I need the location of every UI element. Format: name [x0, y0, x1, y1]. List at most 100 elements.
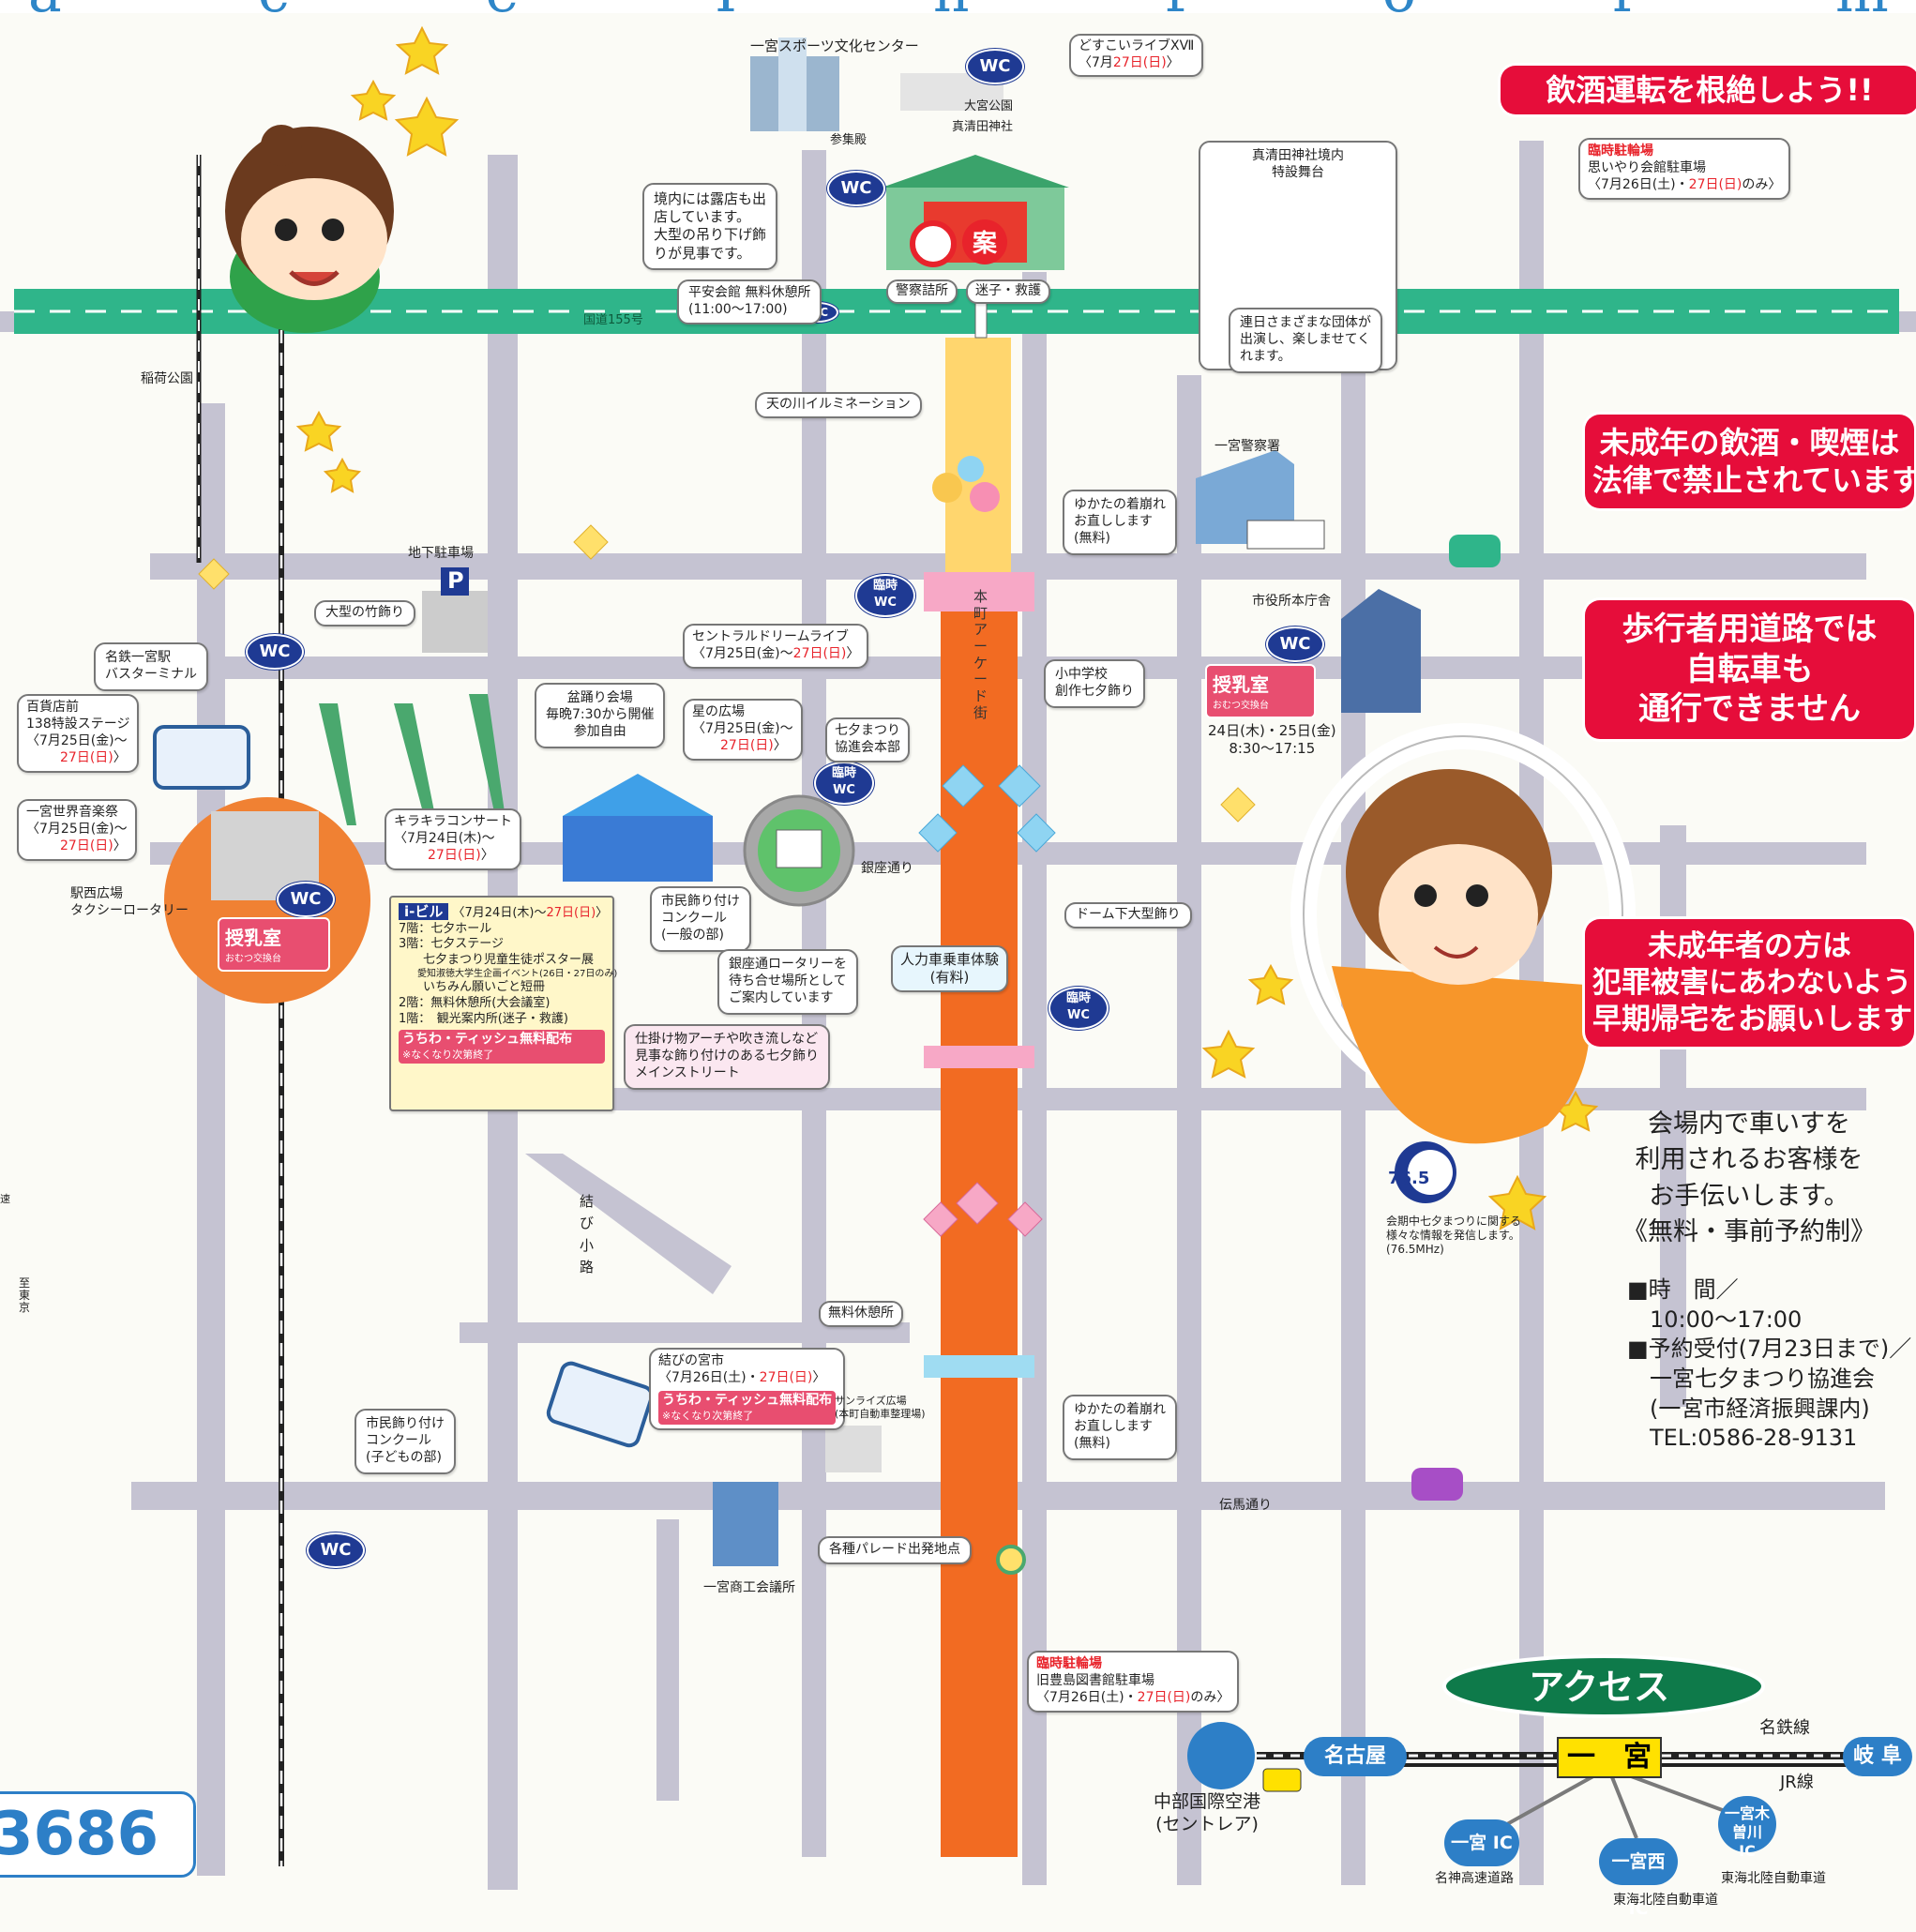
- callout-bon: 盆踊り会場 毎晩7:30から開催 参加自由: [535, 683, 666, 748]
- bon-dance-tent: [563, 816, 713, 882]
- callout-school: 小中学校 創作七夕飾り: [1044, 659, 1145, 708]
- jr-line-label: JR線: [1780, 1773, 1814, 1792]
- city-hall-hours: 24日(木)・25日(金) 8:30〜17:15: [1208, 722, 1336, 757]
- callout-star-plaza: 星の広場 〈7月25日(金)〜 27日(日)〉: [683, 699, 803, 761]
- callout-musubi-market: 結びの宮市 〈7月26日(土)・27日(日)〉 うちわ・ティッシュ無料配布 ※な…: [649, 1348, 846, 1430]
- meitetsu-line-label: 名鉄線: [1759, 1718, 1810, 1738]
- uchiwa-banner-1: うちわ・ティッシュ無料配布 ※なくなり次第終了: [399, 1030, 605, 1064]
- gifu-station: 岐 阜: [1843, 1737, 1912, 1776]
- chamber-building: [713, 1482, 778, 1566]
- callout-kirakira: キラキラコンサート 〈7月24日(木)〜 27日(日)〉: [385, 808, 521, 870]
- access-title: アクセス: [1529, 1667, 1670, 1708]
- city-hall-building: [1341, 589, 1421, 713]
- wc-city-hall: WC: [1266, 626, 1324, 662]
- callout-heian: 平安会館 無料休憩所 (11:00〜17:00): [677, 279, 822, 325]
- warning-drink-driving: 飲酒運転を根絶しよう!!: [1501, 66, 1916, 114]
- wc-shrine: WC: [827, 171, 885, 206]
- denma-label: 伝馬通り: [1219, 1498, 1272, 1513]
- ichinomiya-nishi-ic: 一宮西 IC: [1599, 1838, 1678, 1919]
- sanshuden-label: 参集殿: [830, 133, 867, 147]
- wheelchair-dept: (一宮市経済振興課内): [1650, 1395, 1870, 1422]
- callout-bamboo: 大型の竹飾り: [314, 600, 415, 626]
- callout-stalls: 境内には露店も出 店しています。 大型の吊り下げ飾 りが見事です。: [642, 183, 778, 270]
- callout-shimin-general: 市民飾り付け コンクール (一般の部): [650, 886, 751, 952]
- callout-free-rest: 無料休憩所: [819, 1301, 903, 1327]
- meishin-expressway-label: 名神高速道路: [1435, 1871, 1514, 1886]
- callout-keisatsu: 警察詰所: [886, 279, 958, 304]
- city-hall-label: 市役所本庁舎: [1252, 594, 1331, 609]
- wc-top: WC: [966, 49, 1024, 84]
- warning-minors-crime: 未成年者の方は 犯罪被害にあわないよう 早期帰宅をお願いします: [1585, 919, 1914, 1048]
- tokai-hokuriku-label-1: 東海北陸自動車道: [1721, 1871, 1826, 1886]
- callout-maigo: 迷子・救護: [966, 279, 1050, 304]
- center-station: 一 宮: [1557, 1737, 1662, 1778]
- station-plaza-label: 駅西広場 タクシーロータリー: [70, 886, 189, 918]
- callout-temp-bike-1: 臨時駐輪場 思いやり会館駐車場 〈7月26日(土)・27日(日)のみ〉: [1578, 138, 1791, 200]
- police-label: 一宮警察署: [1214, 439, 1280, 454]
- callout-yukata-1: ゆかたの着崩れ お直しします (無料): [1063, 490, 1177, 555]
- masumida-label: 真清田神社: [952, 120, 1014, 134]
- nursing-room-station: 授乳室 おむつ交換台: [218, 917, 330, 972]
- callout-bus-terminal: 名鉄一宮駅 バスターミナル: [94, 642, 208, 691]
- info-an-icon: 案: [973, 230, 998, 258]
- ginza-label: 銀座通り: [861, 861, 913, 876]
- callout-dome: ドーム下大型飾り: [1064, 902, 1192, 928]
- ibiru-title: i-ビル: [399, 903, 449, 920]
- sunrise-label: サンライズ広場 (本町自動車整理場): [835, 1395, 926, 1420]
- wheelchair-time: 10:00〜17:00: [1650, 1306, 1803, 1333]
- callout-hq: 七夕まつり 協進会本部: [825, 717, 910, 762]
- warning-bicycle: 歩行者用道路では 自転車も 通行できません: [1585, 600, 1914, 739]
- title-fragment: a c e I n f o r m a t i o n: [28, 0, 1916, 25]
- callout-rickshaw: 人力車乗車体験 (有料): [891, 945, 1009, 993]
- to-tokyo-label: 至 東 京: [19, 1276, 31, 1315]
- callout-yukata-2: ゆかたの着崩れ お直しします (無料): [1063, 1395, 1177, 1460]
- omiya-park-label: 大宮公園: [964, 99, 1014, 113]
- phone-plate: 3686: [0, 1791, 196, 1878]
- expressway-fragment: 速: [0, 1193, 10, 1205]
- boy-character: [225, 125, 394, 333]
- wc-station: WC: [277, 882, 335, 917]
- wheelchair-details: ■時 間／ 10:00〜17:00 ■予約受付(7月23日まで)／ 一宮七夕まつ…: [1627, 1275, 1912, 1454]
- wc-southwest: WC: [307, 1532, 365, 1568]
- nagoya-station: 名古屋: [1304, 1737, 1407, 1776]
- tokai-hokuriku-label-2: 東海北陸自動車道: [1613, 1893, 1718, 1908]
- ichinomiya-kisogawa-ic: 一宮木曽川 IC: [1718, 1796, 1776, 1860]
- callout-ginza-rotary: 銀座通ロータリーを 待ち合せ場所として ご案内しています: [717, 949, 858, 1015]
- inari-park-label: 稲荷公園: [141, 371, 193, 386]
- girl-character: [1290, 723, 1636, 1144]
- bus-terminal-bus: [153, 725, 250, 790]
- callout-temp-bike-2: 臨時駐輪場 旧豊島図書館駐車場 〈7月26日(土)・27日(日)のみ〉: [1027, 1651, 1240, 1713]
- ichinomiya-ic: 一宮 IC: [1444, 1819, 1519, 1866]
- nursing-room-city-hall: 授乳室 おむつ交換台: [1205, 664, 1316, 718]
- wheelchair-org: 一宮七夕まつり協進会: [1650, 1366, 1875, 1393]
- callout-parade: 各種パレード出発地点: [818, 1536, 972, 1564]
- parking-p: P: [447, 567, 464, 594]
- callout-shimin-kids: 市民飾り付け コンクール (子どもの部): [355, 1409, 456, 1474]
- sports-center-label: 一宮スポーツ文化センター: [750, 38, 919, 54]
- fm-info: 会期中七夕まつりに関する 様々な情報を発信します。 (76.5MHz): [1386, 1215, 1522, 1256]
- wheelchair-time-label: ■時 間／: [1627, 1276, 1739, 1303]
- callout-main-street: 仕掛け物アーチや吹き流しなど 見事な飾り付けのある七夕飾り メインストリート: [624, 1024, 830, 1090]
- callout-dept-stage: 百貨店前 138特設ステージ 〈7月25日(金)〜 27日(日)〉: [17, 694, 140, 773]
- wheelchair-tel: TEL:0586-28-9131: [1650, 1425, 1858, 1452]
- callout-amanogawa: 天の川イルミネーション: [755, 392, 922, 418]
- underground-parking-label: 地下駐車場: [408, 546, 474, 561]
- wheelchair-info: 会場内で車いすを 利用されるお客様を お手伝いします。 《無料・事前予約制》: [1622, 1109, 1876, 1246]
- musubi-label: 結 び 小 路: [580, 1193, 595, 1275]
- warning-minors-alcohol: 未成年の飲酒・喫煙は 法律で禁止されています: [1585, 415, 1916, 508]
- callout-central-dream: セントラルドリームライブ 〈7月25日(金)〜27日(日)〉: [683, 624, 869, 669]
- callout-dosukoi: どすこいライブⅩⅦ 〈7月27日(日)〉: [1069, 34, 1204, 77]
- callout-world-music: 一宮世界音楽祭 〈7月25日(金)〜 27日(日)〉: [17, 799, 137, 861]
- route155-label: 国道155号: [583, 313, 643, 327]
- chamber-label: 一宮商工会議所: [703, 1580, 795, 1595]
- callout-groups: 連日さまざまな団体が 出演し、楽しませてく れます。: [1229, 308, 1382, 373]
- wc-station-north: WC: [246, 634, 304, 670]
- airport-label: 中部国際空港 (セントレア): [1154, 1791, 1261, 1834]
- wheelchair-reserve-label: ■予約受付(7月23日まで)／: [1627, 1336, 1912, 1363]
- arcade-label: 本 町 ア ー ケ ー ド 街: [973, 588, 988, 721]
- fm-frequency: 76.5: [1388, 1169, 1429, 1188]
- callout-ibiru: i-ビル 〈7月24日(木)〜27日(日)〉 7階：七夕ホール 3階：七夕ステー…: [389, 896, 617, 1111]
